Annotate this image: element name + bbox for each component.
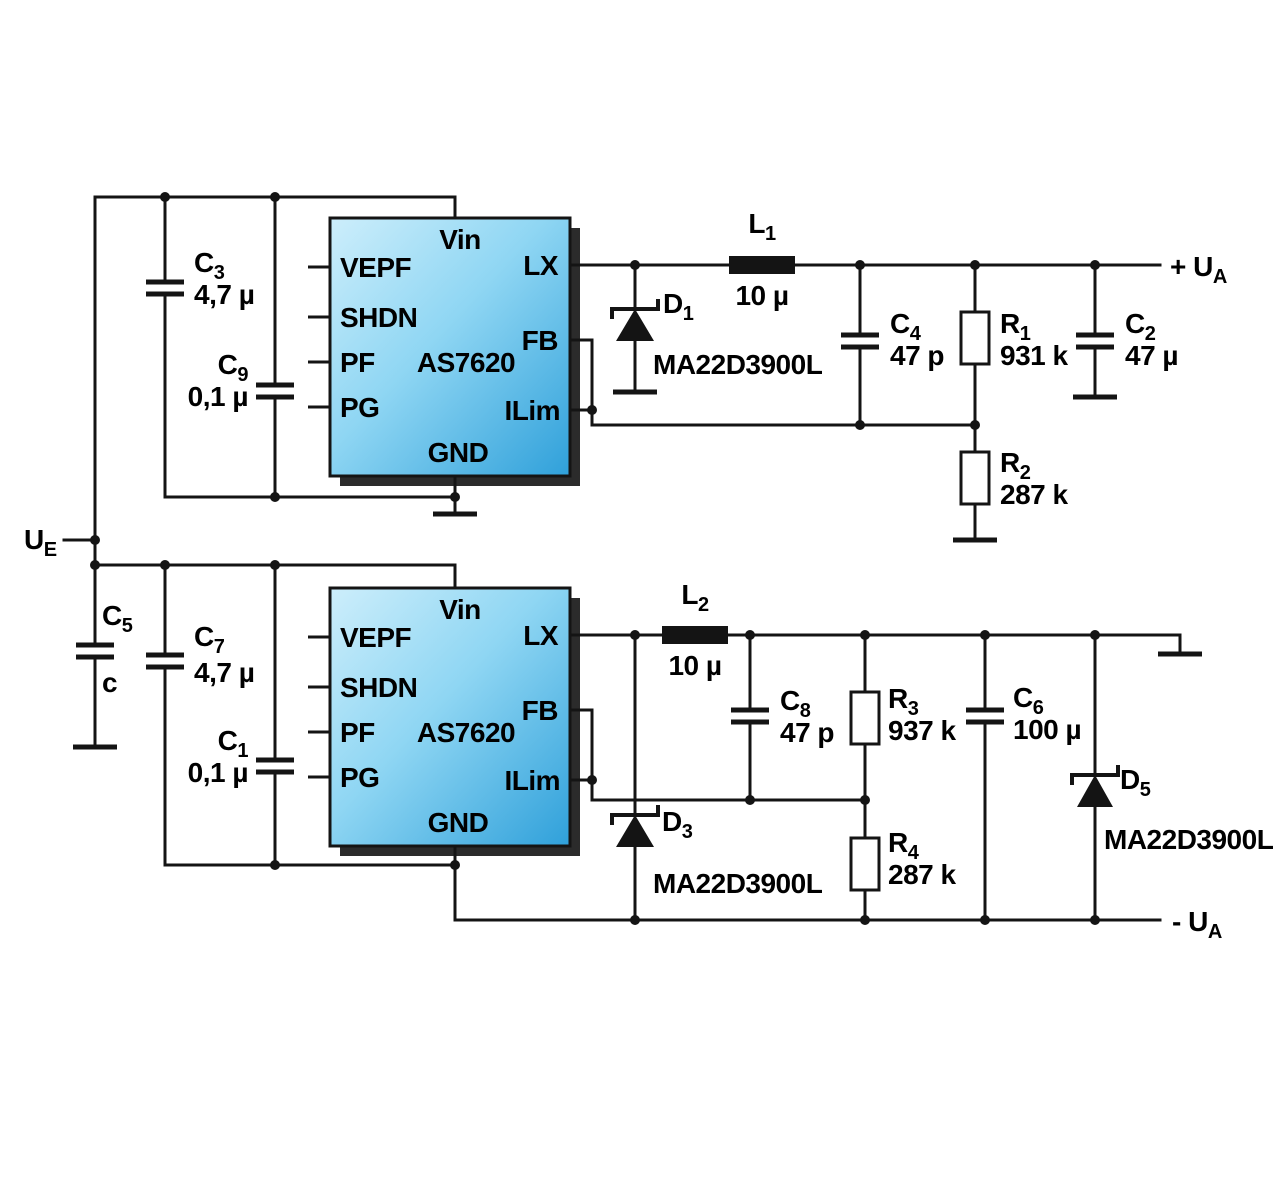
label-C3: C3 bbox=[194, 247, 225, 284]
label-R1: R1 bbox=[1000, 308, 1031, 345]
capacitor-C2-symbol bbox=[1073, 263, 1117, 400]
label-C2: C2 bbox=[1125, 308, 1156, 345]
capacitor-C4-symbol bbox=[841, 263, 879, 427]
resistor-R1-symbol bbox=[959, 263, 991, 427]
input-terminal-label: UE bbox=[24, 524, 57, 561]
label-C8: C8 bbox=[780, 685, 811, 722]
label-R3: R3 bbox=[888, 683, 919, 720]
value-C8: 47 p bbox=[780, 717, 834, 748]
label-C7: C7 bbox=[194, 621, 225, 658]
wire-bottom-converter-top-rail bbox=[93, 563, 457, 590]
ic1-pin-gnd: GND bbox=[428, 437, 489, 468]
value-C7: 4,7 µ bbox=[194, 657, 254, 688]
wire-fb2-net bbox=[568, 708, 867, 802]
label-C4: C4 bbox=[890, 308, 922, 345]
ic2-pin-ilim: ILim bbox=[504, 765, 560, 796]
ic2-pin-vepf: VEPF bbox=[340, 622, 412, 653]
wire-bottom-lx-rail bbox=[568, 633, 1182, 654]
inductor-L1-symbol bbox=[729, 256, 795, 274]
value-R1: 931 k bbox=[1000, 340, 1068, 371]
capacitor-C1-symbol bbox=[256, 563, 294, 867]
value-L2: 10 µ bbox=[668, 650, 721, 681]
label-C1: C1 bbox=[218, 725, 249, 762]
label-D5: D5 bbox=[1120, 764, 1151, 801]
ic2-pin-shdn: SHDN bbox=[340, 672, 417, 703]
ic2-AS7620: Vin VEPF SHDN PF PG AS7620 LX FB ILim GN… bbox=[308, 586, 580, 856]
ic2-pin-fb: FB bbox=[522, 695, 558, 726]
output-neg-label: - UA bbox=[1172, 906, 1222, 943]
value-C9: 0,1 µ bbox=[188, 381, 248, 412]
ic1-AS7620: Vin VEPF SHDN PF PG AS7620 LX FB ILim GN… bbox=[308, 216, 580, 486]
ic2-pin-lx: LX bbox=[523, 620, 559, 651]
label-R4: R4 bbox=[888, 827, 920, 864]
wire-fb1-net bbox=[568, 338, 977, 427]
resistor-R4-symbol bbox=[849, 798, 881, 922]
value-C3: 4,7 µ bbox=[194, 279, 254, 310]
ic1-pin-ilim: ILim bbox=[504, 395, 560, 426]
ic1-pin-shdn: SHDN bbox=[340, 302, 417, 333]
capacitor-C7-symbol bbox=[146, 563, 184, 867]
resistor-R3-symbol bbox=[849, 633, 881, 802]
capacitor-C8-symbol bbox=[731, 633, 769, 802]
label-C6: C6 bbox=[1013, 682, 1044, 719]
ic1-pin-vepf: VEPF bbox=[340, 252, 412, 283]
ic1-pin-vin: Vin bbox=[439, 224, 481, 255]
ic2-pin-vin: Vin bbox=[439, 594, 481, 625]
ic2-pin-pg: PG bbox=[340, 762, 379, 793]
capacitor-C6-symbol bbox=[966, 633, 1004, 922]
junction-dots bbox=[90, 192, 1100, 925]
capacitor-C3-symbol bbox=[146, 195, 184, 499]
diode-D3-symbol bbox=[610, 633, 660, 922]
ic1-pin-fb: FB bbox=[522, 325, 558, 356]
value-D1: MA22D3900L bbox=[653, 349, 823, 380]
value-C4: 47 p bbox=[890, 340, 944, 371]
resistor-R2-symbol bbox=[953, 423, 997, 543]
label-L2: L2 bbox=[681, 579, 709, 616]
value-C5: c bbox=[102, 667, 117, 698]
label-R2: R2 bbox=[1000, 447, 1031, 484]
value-C6: 100 µ bbox=[1013, 714, 1081, 745]
diode-D5-symbol bbox=[1070, 633, 1120, 922]
value-R2: 287 k bbox=[1000, 479, 1068, 510]
value-L1: 10 µ bbox=[735, 280, 788, 311]
ic1-pin-pg: PG bbox=[340, 392, 379, 423]
capacitor-C9-symbol bbox=[256, 195, 294, 499]
ic1-pin-pf: PF bbox=[340, 347, 375, 378]
value-D5: MA22D3900L bbox=[1104, 824, 1274, 855]
value-R3: 937 k bbox=[888, 715, 956, 746]
ic2-pin-pf: PF bbox=[340, 717, 375, 748]
ic2-part-number: AS7620 bbox=[417, 717, 515, 748]
label-C5: C5 bbox=[102, 600, 133, 637]
diode-D1-symbol bbox=[610, 263, 660, 395]
inductor-L2-symbol bbox=[662, 626, 728, 644]
value-R4: 287 k bbox=[888, 859, 956, 890]
ic2-pin-gnd: GND bbox=[428, 807, 489, 838]
label-L1: L1 bbox=[748, 208, 776, 245]
top-converter: C3 4,7 µ C9 0,1 µ Vin VEPF SHDN PF PG AS… bbox=[146, 195, 1227, 543]
output-pos-label: + UA bbox=[1170, 251, 1227, 288]
ic1-part-number: AS7620 bbox=[417, 347, 515, 378]
value-D3: MA22D3900L bbox=[653, 868, 823, 899]
bottom-converter: C5 c C7 4,7 µ C1 0,1 µ Vin VEPF SHD bbox=[73, 563, 1274, 943]
label-D1: D1 bbox=[663, 288, 694, 325]
label-C9: C9 bbox=[218, 349, 249, 386]
capacitor-C5-symbol bbox=[73, 642, 117, 750]
value-C2: 47 µ bbox=[1125, 340, 1178, 371]
label-D3: D3 bbox=[662, 806, 693, 843]
ic1-pin-lx: LX bbox=[523, 250, 559, 281]
value-C1: 0,1 µ bbox=[188, 757, 248, 788]
